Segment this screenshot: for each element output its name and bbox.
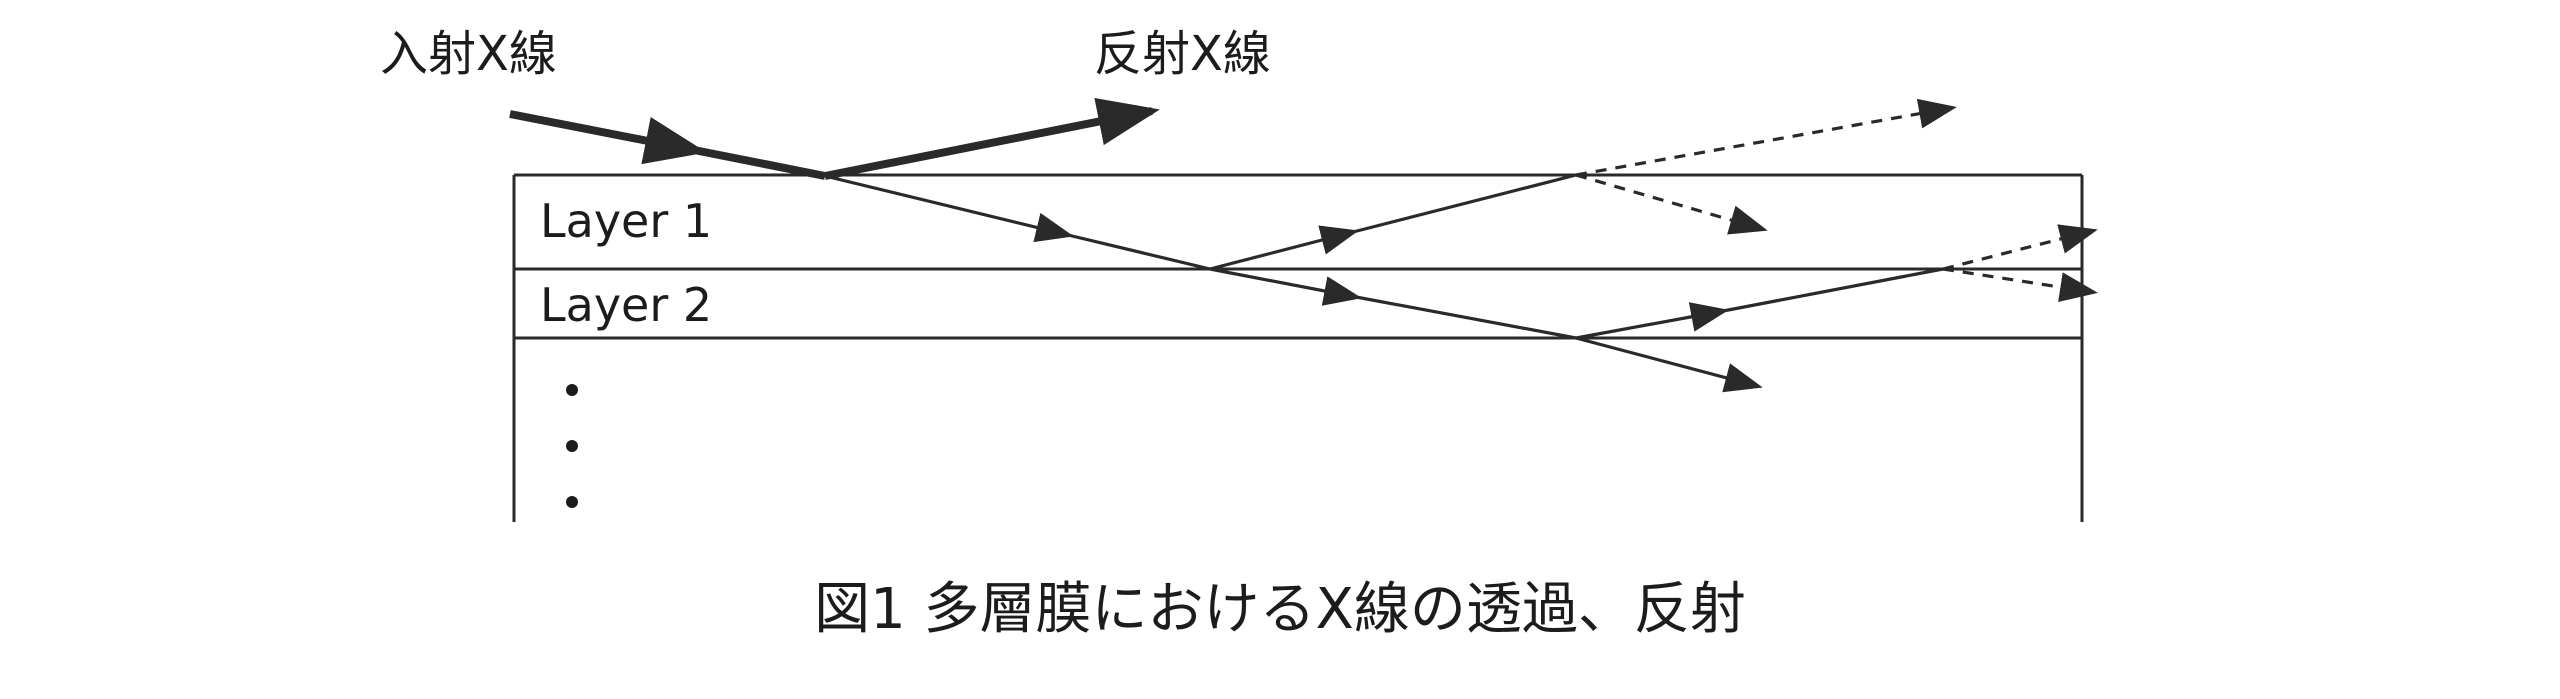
layer2-interface-reflection-up bbox=[1575, 267, 1944, 340]
exit-ray-right-lower-dashed bbox=[1942, 267, 2098, 302]
ellipsis-dot bbox=[566, 384, 578, 396]
more-layers-ellipsis bbox=[566, 384, 578, 508]
exit-ray-top-surface-dashed bbox=[1575, 98, 1957, 177]
incident-ray bbox=[509, 110, 826, 180]
layer-2-label: Layer 2 bbox=[540, 278, 712, 332]
reflected-ray bbox=[824, 97, 1160, 180]
transmitted-ray-into-layer2 bbox=[1209, 267, 1577, 340]
multilayer-film-box bbox=[512, 173, 2084, 522]
internal-continuing-ray-dashed bbox=[1575, 173, 1768, 235]
ellipsis-dot bbox=[566, 496, 578, 508]
incident-xray-label: 入射X線 bbox=[380, 26, 557, 82]
reflected-xray-label: 反射X線 bbox=[1094, 26, 1271, 82]
transmitted-ray-below-layer2 bbox=[1575, 336, 1763, 393]
refracted-ray-into-layer1 bbox=[824, 174, 1211, 271]
exit-ray-right-upper-dashed bbox=[1942, 224, 2098, 271]
layer1-interface-reflection-up bbox=[1209, 173, 1577, 271]
xray-paths bbox=[509, 97, 2098, 393]
figure-caption: 図1 多層膜におけるX線の透過、反射 bbox=[814, 577, 1746, 642]
layer-1-label: Layer 1 bbox=[540, 194, 712, 248]
ellipsis-dot bbox=[566, 440, 578, 452]
